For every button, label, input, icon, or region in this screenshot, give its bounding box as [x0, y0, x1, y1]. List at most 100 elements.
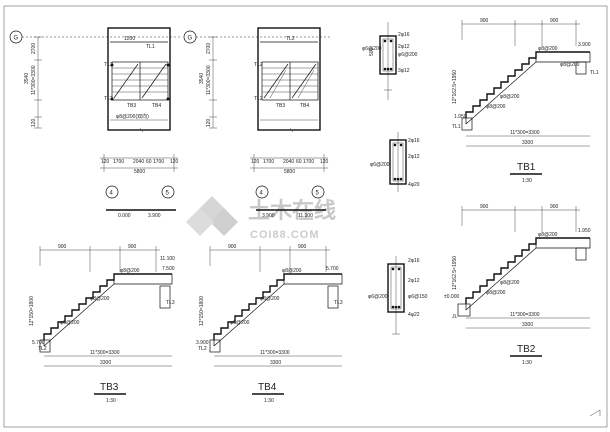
plan-mark: TL2	[254, 62, 263, 68]
tb2-rebar: φ8@200	[538, 232, 558, 238]
tb3-beam-label: TL3	[166, 300, 175, 306]
tb4-rebar: φ8@200	[260, 296, 280, 302]
watermark-logo-icon	[186, 196, 238, 236]
tb4-total: 3300	[270, 360, 281, 366]
tb3-stairs	[43, 273, 172, 340]
axis-label: 4	[260, 191, 264, 197]
plan-mark: TL1	[146, 44, 155, 50]
tb3-rebar: φ8@200	[60, 320, 80, 326]
tb2-total: 3300	[522, 322, 533, 328]
tb1-title: TB1	[517, 162, 536, 173]
plan-level: 0.000	[118, 213, 131, 219]
watermark: 土木在线 COI88.COM	[186, 196, 336, 241]
stair-plan-left: G 2700 3540 11*300=3300 120 1200 TL1 TL2…	[9, 27, 180, 219]
beam-section-1: 2φ16 2φ12 φ6@200 φ6@200 3φ12 500	[362, 22, 418, 100]
tb1-total: 3300	[522, 140, 533, 146]
plan-level: 11.100	[298, 213, 313, 219]
beam-top-rebar: 2φ16	[408, 258, 420, 264]
beam-stirrup: φ6@200	[362, 46, 382, 52]
beam-stirrup: φ6@200	[368, 294, 388, 300]
plan-beam-label: TL2	[286, 36, 295, 42]
plan-level: 3.900	[148, 213, 161, 219]
beam-section-2: 2φ16 2φ12 φ6@200 4φ20	[370, 132, 420, 192]
plan-dim-h: 1700	[113, 159, 124, 165]
tb3-level-mid: 7.500	[162, 266, 175, 272]
tb2-beam-label: JL	[452, 314, 458, 320]
beam-bottom-rebar: 4φ22	[408, 312, 420, 318]
axis-label: 4	[110, 191, 114, 197]
plan-dim-v: 11*300=3300	[206, 65, 212, 95]
tb3-vertical: 12*150=1800	[29, 296, 35, 326]
tb1-level-top: 3.900	[578, 42, 591, 48]
beam-top-rebar: 2φ16	[408, 138, 420, 144]
plan-dim-h: 120	[170, 159, 179, 165]
tb2-stairs	[465, 237, 590, 304]
plan-dim-h: 60	[146, 159, 152, 165]
tb3-level-bottom: 5.700	[32, 340, 45, 346]
plan-hatch-note: φ8@200(双向)	[116, 113, 149, 120]
tb3-run: 11*300=3300	[90, 350, 120, 356]
tb2-level-top: 1.950	[578, 228, 591, 234]
beam-stirrup: φ6@200	[370, 162, 390, 168]
stair-plan-right: G 2700 3540 11*300=3300 120 TL2 TL2 TL2 …	[183, 27, 330, 219]
tb1-beam-label: TL1	[590, 70, 599, 76]
plan-dim-v: 3540	[24, 73, 30, 84]
plan-dim-h: 2040	[133, 159, 144, 165]
plan-mark: TL2	[104, 96, 113, 102]
tb3-beam-label: TL2	[38, 346, 47, 352]
watermark-subtext: COI88.COM	[250, 229, 320, 241]
beam-section-3: 2φ16 2φ12 φ6@200 φ6@150 4φ22	[368, 256, 428, 335]
tb3-total: 3300	[100, 360, 111, 366]
plan-mark: TL2	[104, 62, 113, 68]
plan-dim-h: 1700	[303, 159, 314, 165]
stair-section-tb1: 900 900 3.900 TL1 TL1 1.950 12*162.5=195…	[452, 18, 599, 184]
tb4-scale: 1:30	[264, 398, 274, 404]
tb2-run: 11*300=3300	[510, 312, 540, 318]
plan-dim-v: 2700	[31, 43, 37, 54]
plan-dim-h: 120	[251, 159, 260, 165]
sheet-border	[3, 5, 608, 428]
tb4-vertical: 12*150=1800	[199, 296, 205, 326]
axis-g-label: G	[188, 36, 193, 42]
plan-dim-total: 5800	[284, 169, 295, 175]
beam-side-rebar: 2φ12	[398, 44, 410, 50]
plan-level: 3.900	[262, 213, 275, 219]
tb2-level-bottom: ±0.000	[444, 294, 459, 300]
tb4-level-bottom: 3.900	[196, 340, 209, 346]
tb1-dim: 900	[550, 18, 559, 24]
plan-mark: TL2	[254, 96, 263, 102]
beam-mid-rebar: φ6@200	[398, 52, 418, 58]
tb4-dim: 900	[298, 244, 307, 250]
plan-dim-h: 120	[320, 159, 329, 165]
plan-dim-h: 1700	[263, 159, 274, 165]
tb1-vertical: 12*162.5=1950	[452, 70, 458, 104]
tb3-scale: 1:30	[106, 398, 116, 404]
stair-section-tb3: 900 900 11.100 7.500 TL3 TL2 5.700 12*15…	[29, 244, 175, 404]
tb1-run: 11*300=3300	[510, 130, 540, 136]
plan-mark: TB3	[276, 103, 285, 109]
tb2-rebar: φ8@200	[500, 280, 520, 286]
tb4-title: TB4	[258, 382, 277, 393]
plan-mark: TB4	[300, 103, 309, 109]
tb4-level-top: 5.700	[326, 266, 339, 272]
beam-bottom-rebar: 3φ12	[398, 68, 410, 74]
beam-bottom-rebar: 4φ20	[408, 182, 420, 188]
plan-dim-v: 3540	[199, 73, 205, 84]
tb2-dim: 900	[550, 204, 559, 210]
tb1-scale: 1:30	[522, 178, 532, 184]
tb4-beam-label: TL2	[198, 346, 207, 352]
tb2-vertical: 12*162.5=1950	[452, 256, 458, 290]
tb4-beam-label: TL3	[334, 300, 343, 306]
tb2-rebar: φ8@200	[486, 290, 506, 296]
plan-dim-v: 120	[206, 118, 212, 127]
tb1-dim: 900	[480, 18, 489, 24]
axis-label: 5	[316, 191, 320, 197]
beam-mid-rebar: φ6@150	[408, 294, 428, 300]
tb4-stairs	[213, 273, 342, 340]
tb3-level-top: 11.100	[160, 256, 175, 262]
corner-mark	[589, 409, 601, 417]
tb4-dim: 900	[228, 244, 237, 250]
plan-dim-total: 5800	[134, 169, 145, 175]
plan-dim-v: 2700	[206, 43, 212, 54]
beam-top-rebar: 2φ16	[398, 32, 410, 38]
